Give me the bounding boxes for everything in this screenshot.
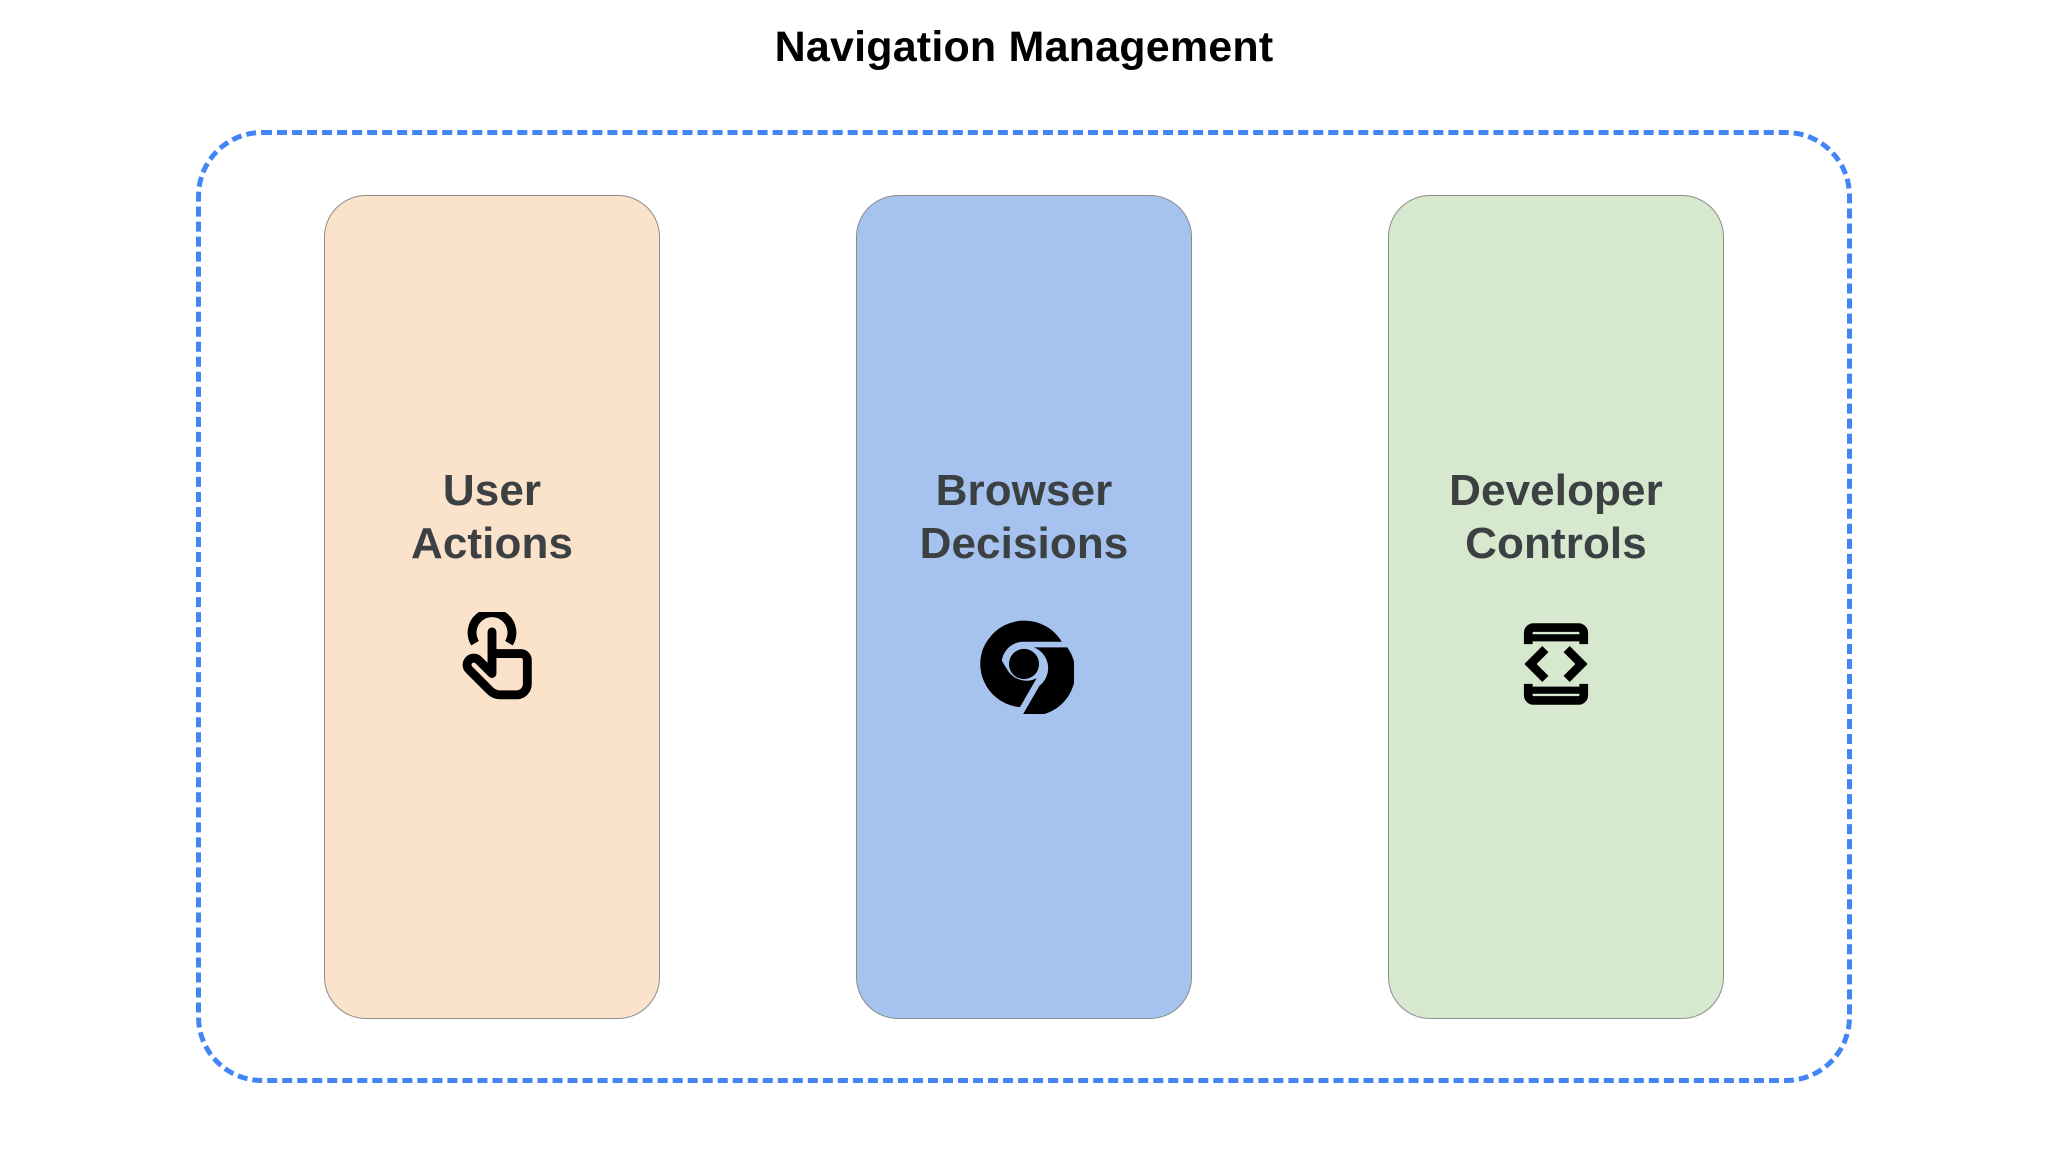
card-row: User Actions Browser Decisions xyxy=(196,130,1852,1083)
card-content: User Actions xyxy=(325,464,659,718)
card-browser-decisions[interactable]: Browser Decisions xyxy=(856,194,1192,1019)
page-title: Navigation Management xyxy=(774,23,1274,71)
navigation-group-container xyxy=(196,130,1852,1083)
chrome-browser-icon xyxy=(970,610,1078,718)
card-content: Browser Decisions xyxy=(857,464,1191,718)
card-developer-controls[interactable]: Developer Controls xyxy=(1388,194,1724,1019)
card-user-actions[interactable]: User Actions xyxy=(324,194,660,1019)
touch-app-icon xyxy=(438,610,546,718)
card-title-developer-controls: Developer Controls xyxy=(1449,465,1663,568)
card-title-browser-decisions: Browser Decisions xyxy=(919,465,1129,568)
card-title-user-actions: User Actions xyxy=(410,465,574,568)
developer-mode-code-icon xyxy=(1502,610,1610,718)
card-content: Developer Controls xyxy=(1389,464,1723,718)
